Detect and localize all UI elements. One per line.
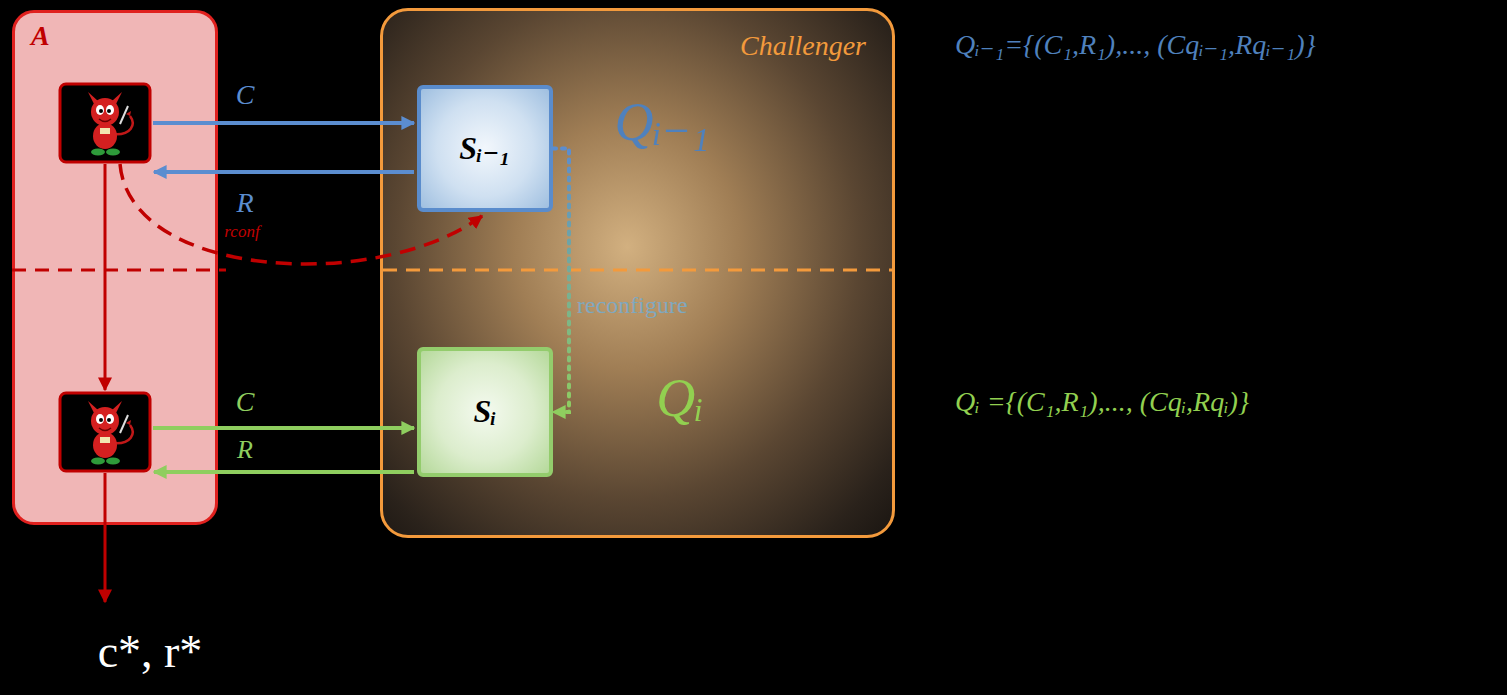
adversary-icon (60, 84, 150, 162)
system-box: Sᵢ (417, 347, 553, 477)
reconfigure-connector (553, 149, 569, 413)
flow-arrow (104, 164, 107, 390)
phase-divider (12, 269, 226, 272)
output-label: c*, r* (98, 626, 203, 679)
edge-label: reconfigure (577, 292, 688, 320)
challenge-label: C (236, 386, 255, 418)
panel-title: A (31, 21, 50, 52)
query-set-formula: Qᵢ ={(C₁,R₁),..., (Cqᵢ,Rqᵢ)} (955, 386, 1249, 418)
query-set-formula: Qᵢ₋₁={(C₁,R₁),..., (Cqᵢ₋₁,Rqᵢ₋₁)} (955, 29, 1316, 61)
response-label: R (237, 435, 253, 465)
system-box: Sᵢ₋₁ (417, 85, 553, 212)
challenger-panel: ChallengerSᵢ₋₁ Sᵢ (380, 8, 895, 538)
system-label: Sᵢ (473, 394, 496, 429)
output-arrow (104, 473, 107, 602)
response-arrow (154, 470, 414, 474)
query-set-symbol: Qᵢ (656, 367, 704, 429)
panel-title: Challenger (740, 31, 866, 62)
query-set-symbol: Qᵢ₋₁ (615, 91, 710, 153)
reconfig-label: rconf (224, 222, 259, 242)
response-arrow (154, 170, 414, 174)
adversary-icon (60, 393, 150, 471)
challenge-label: C (236, 79, 255, 111)
challenge-arrow (153, 121, 414, 125)
challenge-arrow (153, 426, 414, 430)
phase-divider (383, 269, 892, 272)
reconfig-arrow (120, 164, 482, 264)
response-label: R (236, 187, 253, 219)
system-label: Sᵢ₋₁ (459, 131, 510, 166)
